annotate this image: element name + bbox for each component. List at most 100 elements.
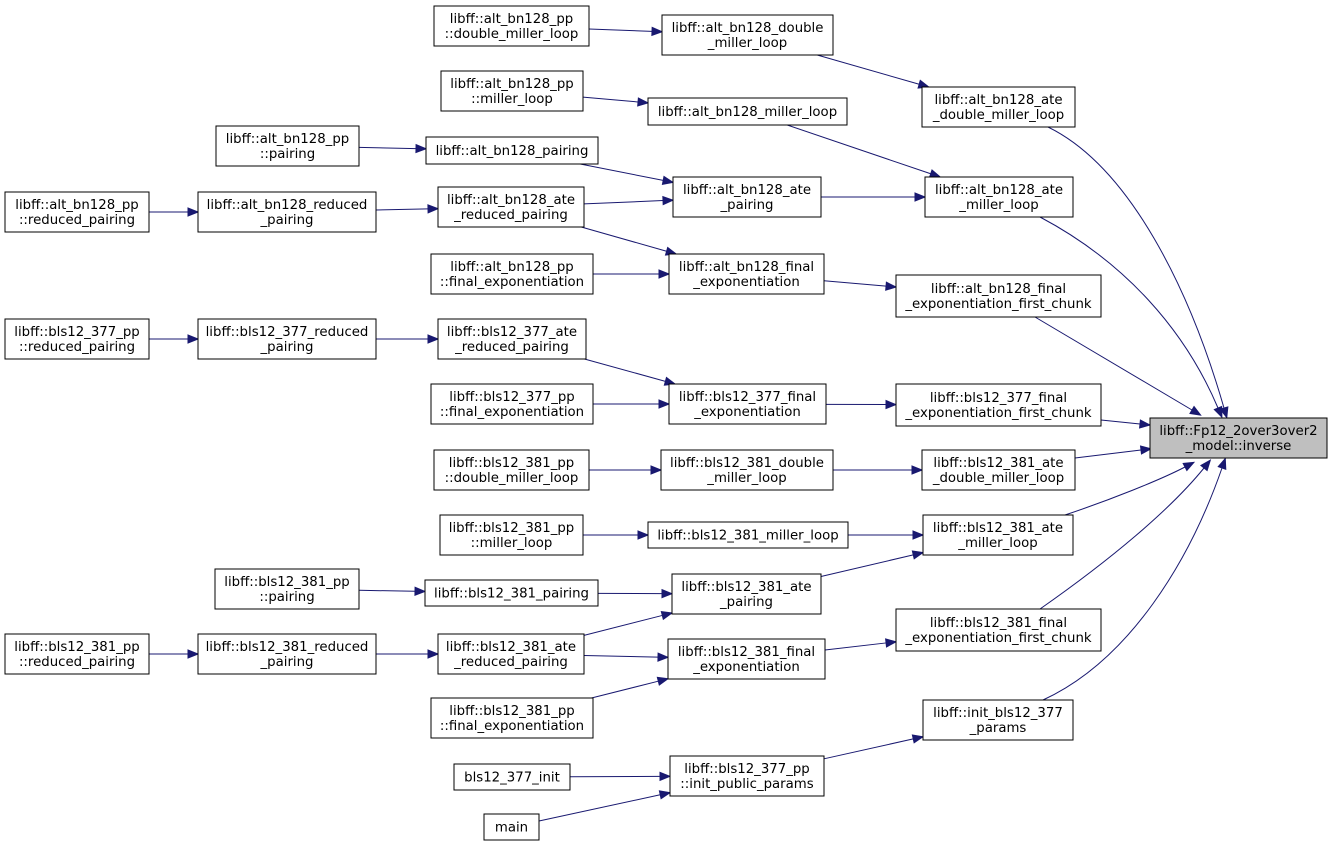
node-bls12-381-ate-reduced-pairing[interactable]: libff::bls12_381_ate_reduced_pairing [437, 633, 585, 675]
node-bls12-381-pp-pairing[interactable]: libff::bls12_381_pp::pairing [214, 568, 360, 610]
node-bls12-377-final-exponentiation[interactable]: libff::bls12_377_final_exponentiation [668, 383, 827, 425]
node-bls12-381-pp-double-miller-loop[interactable]: libff::bls12_381_pp::double_miller_loop [433, 449, 590, 491]
node-box [440, 70, 584, 112]
node-label-line: _exponentiation_first_chunk [904, 631, 1091, 646]
node-box [4, 318, 150, 360]
node-alt-bn128-final-exponentiation[interactable]: libff::alt_bn128_final_exponentiation [668, 253, 825, 295]
node-label-line: libff::bls12_377_pp [14, 325, 140, 340]
edge-bls12_377_pp_final_exponentiation-to-bls12_377_final_exponentiation [593, 399, 671, 409]
node-label-line: libff::bls12_381_miller_loop [657, 529, 838, 544]
node-label-line: _exponentiation_first_chunk [904, 406, 1091, 421]
edge-alt_bn128_final_exponentiation-to-alt_bn128_final_exponentiation_first_chunk [823, 280, 898, 291]
node-label-line: _pairing [719, 595, 773, 610]
node-alt-bn128-final-exponentiation-first-chunk[interactable]: libff::alt_bn128_final_exponentiation_fi… [895, 274, 1102, 318]
edge-bls12_377_final_exponentiation_first_chunk-to-fp12_inverse [1100, 419, 1152, 429]
node-label-line: ::init_public_params [680, 777, 813, 792]
node-bls12-377-final-exponentiation-first-chunk[interactable]: libff::bls12_377_final_exponentiation_fi… [895, 383, 1102, 427]
node-label-line: _exponentiation [692, 660, 800, 675]
node-bls12-381-final-exponentiation[interactable]: libff::bls12_381_final_exponentiation [667, 638, 826, 680]
edge-alt_bn128_ate_miller_loop-to-fp12_inverse [1039, 216, 1223, 419]
node-box [661, 14, 834, 56]
node-alt-bn128-ate-pairing[interactable]: libff::alt_bn128_ate_pairing [672, 176, 822, 218]
node-bls12-381-ate-miller-loop[interactable]: libff::bls12_381_ate_miller_loop [922, 514, 1074, 556]
node-alt-bn128-pp-reduced-pairing[interactable]: libff::alt_bn128_pp::reduced_pairing [4, 191, 150, 233]
node-label-line: _reduced_pairing [453, 208, 568, 223]
node-box [647, 521, 849, 549]
node-label-line: _reduced_pairing [453, 655, 568, 670]
node-box [660, 449, 834, 491]
node-alt-bn128-ate-double-miller-loop[interactable]: libff::alt_bn128_ate_double_miller_loop [921, 86, 1076, 128]
node-main[interactable]: main [483, 813, 540, 841]
node-bls12-377-init[interactable]: bls12_377_init [453, 763, 571, 791]
node-bls12-381-miller-loop[interactable]: libff::bls12_381_miller_loop [647, 521, 849, 549]
node-bls12-377-ate-reduced-pairing[interactable]: libff::bls12_377_ate_reduced_pairing [437, 318, 587, 360]
node-box [425, 136, 599, 165]
node-label-line: libff::alt_bn128_pp [450, 12, 573, 27]
node-label-line: libff::alt_bn128_reduced [207, 198, 368, 213]
node-alt-bn128-pp-pairing[interactable]: libff::alt_bn128_pp::pairing [215, 125, 360, 167]
node-bls12-381-reduced-pairing[interactable]: libff::bls12_381_reduced_pairing [197, 633, 377, 675]
node-alt-bn128-double-miller-loop[interactable]: libff::alt_bn128_double_miller_loop [661, 14, 834, 56]
node-alt-bn128-ate-miller-loop[interactable]: libff::alt_bn128_ate_miller_loop [924, 176, 1074, 218]
node-box [1149, 417, 1328, 459]
node-bls12-381-pp-final-exponentiation[interactable]: libff::bls12_381_pp::final_exponentiatio… [430, 697, 594, 739]
node-alt-bn128-pp-double-miller-loop[interactable]: libff::alt_bn128_pp::double_miller_loop [433, 5, 590, 47]
node-bls12-377-pp-reduced-pairing[interactable]: libff::bls12_377_pp::reduced_pairing [4, 318, 150, 360]
node-label-line: main [495, 821, 528, 836]
node-label-line: _exponentiation_first_chunk [904, 297, 1091, 312]
node-alt-bn128-reduced-pairing[interactable]: libff::alt_bn128_reduced_pairing [197, 191, 377, 233]
node-label-line: _double_miller_loop [932, 108, 1064, 123]
node-box [4, 633, 150, 675]
edge-alt_bn128_pp_miller_loop-to-alt_bn128_miller_loop [582, 96, 650, 107]
edge-bls12_381_double_miller_loop-to-bls12_381_ate_double_miller_loop [833, 465, 924, 475]
node-bls12-381-double-miller-loop[interactable]: libff::bls12_381_double_miller_loop [660, 449, 834, 491]
node-box [924, 176, 1074, 218]
node-init-bls12-377-params[interactable]: libff::init_bls12_377_params [922, 699, 1074, 741]
edge-bls12_381_ate_miller_loop-to-fp12_inverse [1064, 461, 1196, 516]
edge-bls12_377_pp_reduced_pairing-to-bls12_377_reduced_pairing [149, 334, 200, 344]
node-label-line: _double_miller_loop [932, 471, 1064, 486]
node-label-line: libff::bls12_381_pp [449, 456, 575, 471]
node-alt-bn128-ate-reduced-pairing[interactable]: libff::alt_bn128_ate_reduced_pairing [437, 186, 585, 228]
node-label-line: _pairing [260, 213, 314, 228]
node-label-line: libff::bls12_381_pp [224, 575, 350, 590]
node-label-line: _params [969, 721, 1027, 736]
node-box [895, 608, 1102, 652]
edge-bls12_381_miller_loop-to-bls12_381_ate_miller_loop [848, 530, 925, 540]
node-box [668, 253, 825, 295]
node-bls12-377-reduced-pairing[interactable]: libff::bls12_377_reduced_pairing [197, 318, 377, 360]
node-bls12-377-pp-final-exponentiation[interactable]: libff::bls12_377_pp::final_exponentiatio… [430, 383, 594, 425]
node-box [437, 633, 585, 675]
node-label-line: ::miller_loop [471, 92, 553, 107]
node-label-line: ::pairing [260, 147, 315, 162]
edge-main-to-bls12_377_pp_init_public_params [538, 790, 672, 822]
node-label-line: _pairing [260, 655, 314, 670]
node-label-line: ::reduced_pairing [19, 213, 135, 228]
node-alt-bn128-pp-miller-loop[interactable]: libff::alt_bn128_pp::miller_loop [440, 70, 584, 112]
node-bls12-377-pp-init-public-params[interactable]: libff::bls12_377_pp::init_public_params [669, 755, 825, 797]
node-label-line: libff::bls12_381_pp [449, 704, 575, 719]
node-alt-bn128-pp-final-exponentiation[interactable]: libff::alt_bn128_pp::final_exponentiatio… [430, 253, 594, 295]
node-label-line: libff::alt_bn128_final [931, 282, 1066, 297]
node-alt-bn128-miller-loop[interactable]: libff::alt_bn128_miller_loop [647, 97, 848, 126]
node-label-line: libff::alt_bn128_miller_loop [658, 105, 837, 120]
node-label-line: libff::bls12_377_ate [447, 325, 577, 340]
node-bls12-381-pairing[interactable]: libff::bls12_381_pairing [424, 579, 599, 607]
edge-alt_bn128_reduced_pairing-to-alt_bn128_ate_reduced_pairing [375, 204, 440, 214]
edge-bls12_381_ate_double_miller_loop-to-fp12_inverse [1074, 445, 1153, 459]
edge-alt_bn128_final_exponentiation_first_chunk-to-fp12_inverse [1034, 316, 1202, 416]
node-bls12-381-ate-pairing[interactable]: libff::bls12_381_ate_pairing [671, 573, 822, 615]
node-label-line: ::final_exponentiation [440, 405, 584, 420]
node-bls12-381-final-exponentiation-first-chunk[interactable]: libff::bls12_381_final_exponentiation_fi… [895, 608, 1102, 652]
node-label-line: ::reduced_pairing [19, 340, 135, 355]
node-bls12-381-pp-reduced-pairing[interactable]: libff::bls12_381_pp::reduced_pairing [4, 633, 150, 675]
node-label-line: _pairing [260, 340, 314, 355]
node-alt-bn128-pairing[interactable]: libff::alt_bn128_pairing [425, 136, 599, 165]
node-bls12-381-ate-double-miller-loop[interactable]: libff::bls12_381_ate_double_miller_loop [921, 449, 1076, 491]
node-box [197, 318, 377, 360]
node-label-line: ::reduced_pairing [19, 655, 135, 670]
edge-alt_bn128_ate_double_miller_loop-to-fp12_inverse [1047, 126, 1229, 419]
node-box [430, 697, 594, 739]
node-bls12-381-pp-miller-loop[interactable]: libff::bls12_381_pp::miller_loop [439, 514, 584, 556]
